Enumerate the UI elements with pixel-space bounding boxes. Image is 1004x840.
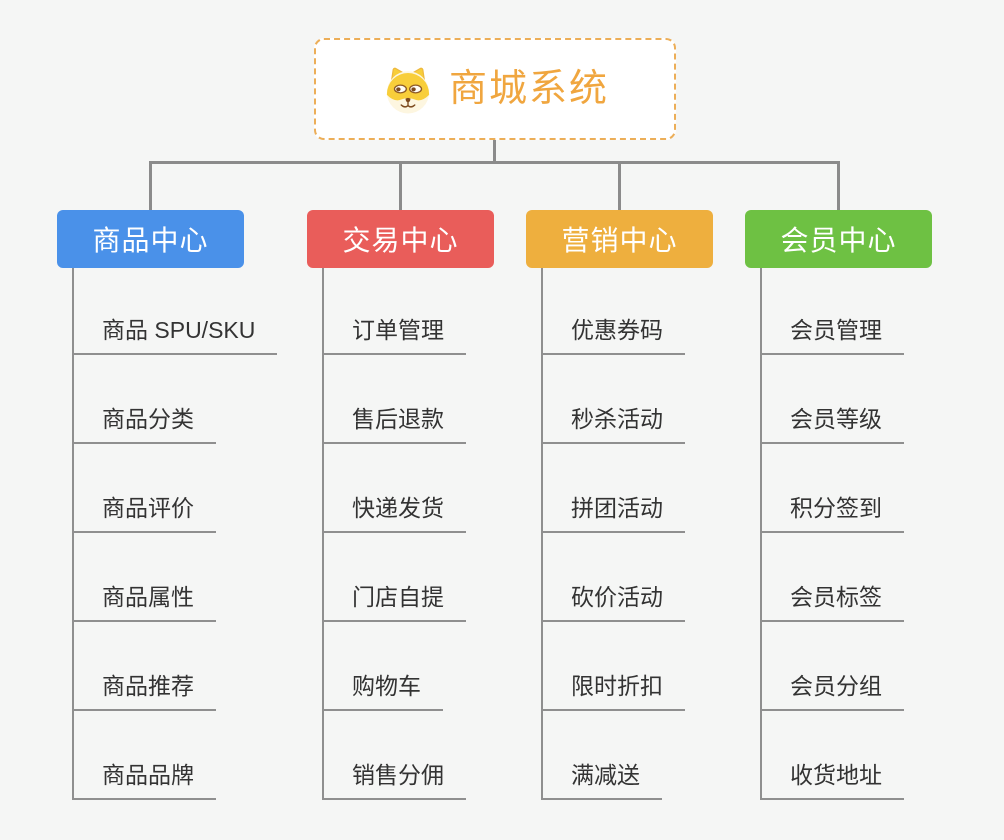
- leaf-node-product-attribute[interactable]: 商品属性: [72, 583, 216, 622]
- leaf-node-shopping-cart[interactable]: 购物车: [322, 672, 443, 711]
- leaf-node-product-review[interactable]: 商品评价: [72, 494, 216, 533]
- branch-label: 会员中心: [780, 225, 897, 256]
- connector-drop-marketing: [618, 161, 621, 210]
- leaf-item: 购物车: [322, 622, 443, 711]
- leaf-item: 砍价活动: [541, 533, 685, 622]
- leaf-node-order-management[interactable]: 订单管理: [322, 316, 466, 355]
- leaf-node-member-management[interactable]: 会员管理: [760, 316, 904, 355]
- leaf-node-limited-time-discount[interactable]: 限时折扣: [541, 672, 685, 711]
- leaf-node-flash-sale[interactable]: 秒杀活动: [541, 405, 685, 444]
- leaf-item: 订单管理: [322, 268, 466, 355]
- leaf-node-sales-commission[interactable]: 销售分佣: [322, 761, 466, 800]
- leaf-column-marketing-center: 优惠券码 秒杀活动 拼团活动 砍价活动 限时折扣 满减送: [541, 268, 685, 800]
- leaf-node-express-delivery[interactable]: 快递发货: [322, 494, 466, 533]
- leaf-node-group-buy[interactable]: 拼团活动: [541, 494, 685, 533]
- branch-node-product-center[interactable]: 商品中心: [57, 210, 244, 268]
- leaf-item: 销售分佣: [322, 711, 466, 800]
- leaf-item: 门店自提: [322, 533, 466, 622]
- leaf-column-trade-center: 订单管理 售后退款 快递发货 门店自提 购物车 销售分佣: [322, 268, 466, 800]
- leaf-item: 积分签到: [760, 444, 904, 533]
- leaf-item: 优惠券码: [541, 268, 685, 355]
- leaf-node-full-reduction[interactable]: 满减送: [541, 761, 662, 800]
- branch-label: 商品中心: [92, 225, 209, 256]
- leaf-node-store-pickup[interactable]: 门店自提: [322, 583, 466, 622]
- leaf-node-shipping-address[interactable]: 收货地址: [760, 761, 904, 800]
- connector-drop-product: [149, 161, 152, 210]
- leaf-column-product-center: 商品 SPU/SKU 商品分类 商品评价 商品属性 商品推荐 商品品牌: [72, 268, 278, 800]
- connector-drop-member: [837, 161, 840, 210]
- connector-bus: [149, 161, 840, 164]
- leaf-item: 商品品牌: [72, 711, 216, 800]
- leaf-item: 商品评价: [72, 444, 216, 533]
- leaf-item: 拼团活动: [541, 444, 685, 533]
- connector-drop-trade: [399, 161, 402, 210]
- leaf-item: 售后退款: [322, 355, 466, 444]
- leaf-item: 快递发货: [322, 444, 466, 533]
- shiba-dog-face-icon: [381, 63, 435, 115]
- leaf-item: 会员管理: [760, 268, 904, 355]
- branch-node-member-center[interactable]: 会员中心: [745, 210, 932, 268]
- leaf-node-member-tag[interactable]: 会员标签: [760, 583, 904, 622]
- leaf-node-member-group[interactable]: 会员分组: [760, 672, 904, 711]
- leaf-item: 商品分类: [72, 355, 216, 444]
- leaf-item: 秒杀活动: [541, 355, 685, 444]
- leaf-node-bargain-activity[interactable]: 砍价活动: [541, 583, 685, 622]
- connector-root-stem: [493, 140, 496, 163]
- leaf-item: 商品属性: [72, 533, 216, 622]
- leaf-item: 限时折扣: [541, 622, 685, 711]
- leaf-item: 商品 SPU/SKU: [72, 268, 278, 355]
- leaf-item: 商品推荐: [72, 622, 216, 711]
- leaf-node-coupon-code[interactable]: 优惠券码: [541, 316, 685, 355]
- root-node[interactable]: 商城系统: [314, 38, 676, 140]
- leaf-item: 会员标签: [760, 533, 904, 622]
- branch-node-trade-center[interactable]: 交易中心: [307, 210, 494, 268]
- leaf-node-points-checkin[interactable]: 积分签到: [760, 494, 904, 533]
- leaf-item: 收货地址: [760, 711, 904, 800]
- leaf-node-member-level[interactable]: 会员等级: [760, 405, 904, 444]
- root-title: 商城系统: [448, 68, 609, 110]
- leaf-node-product-category[interactable]: 商品分类: [72, 405, 216, 444]
- leaf-node-product-brand[interactable]: 商品品牌: [72, 761, 216, 800]
- branch-label: 交易中心: [342, 225, 459, 256]
- branch-node-marketing-center[interactable]: 营销中心: [526, 210, 713, 268]
- leaf-node-product-spu-sku[interactable]: 商品 SPU/SKU: [72, 316, 278, 355]
- leaf-column-member-center: 会员管理 会员等级 积分签到 会员标签 会员分组 收货地址: [760, 268, 904, 800]
- leaf-item: 会员分组: [760, 622, 904, 711]
- branch-label: 营销中心: [561, 225, 678, 256]
- leaf-node-product-recommend[interactable]: 商品推荐: [72, 672, 216, 711]
- leaf-node-aftersale-refund[interactable]: 售后退款: [322, 405, 466, 444]
- leaf-item: 会员等级: [760, 355, 904, 444]
- leaf-item: 满减送: [541, 711, 662, 800]
